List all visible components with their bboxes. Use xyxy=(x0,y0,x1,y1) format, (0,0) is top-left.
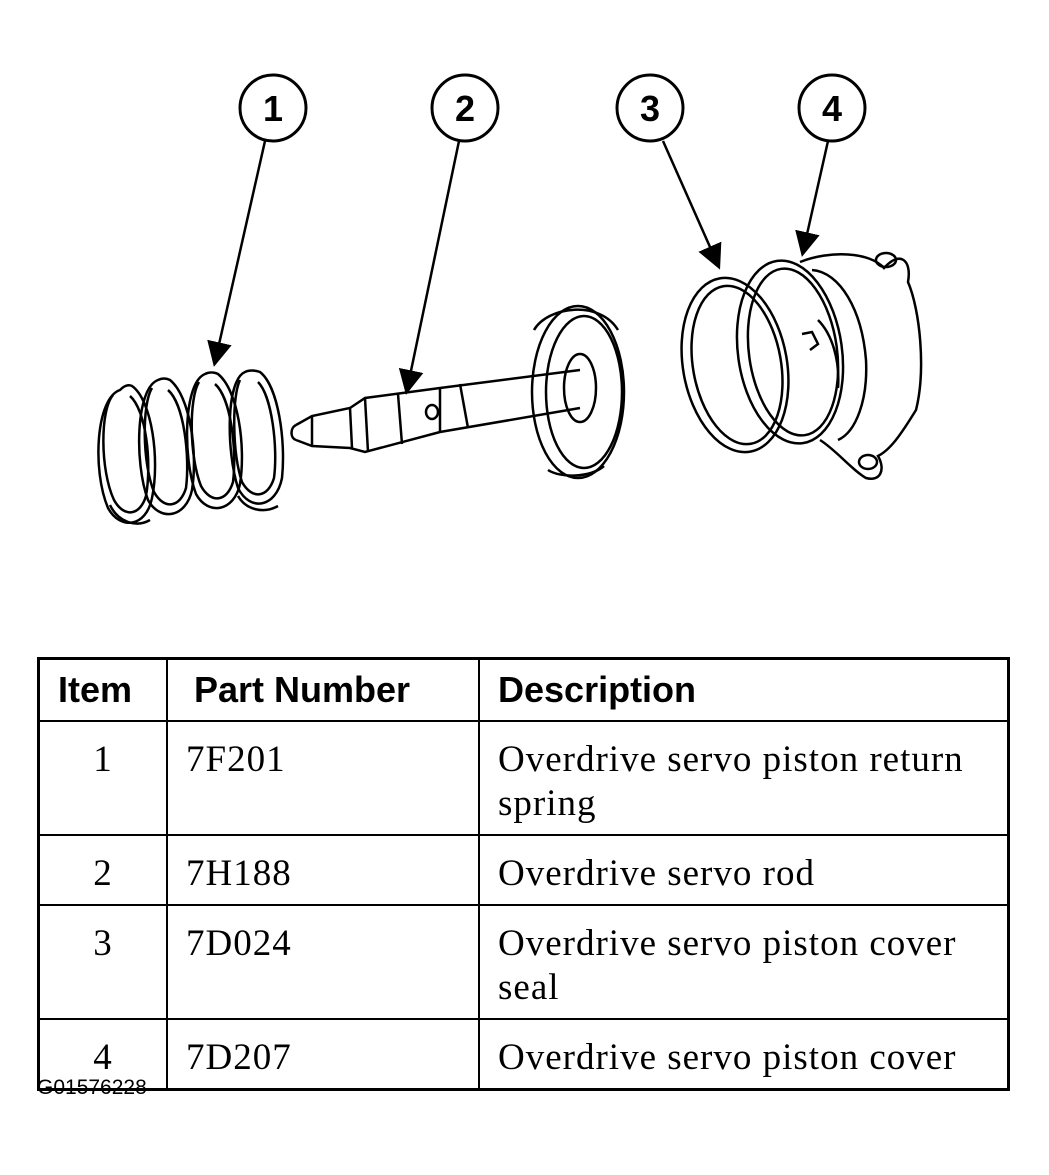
item-cell: 4 xyxy=(37,1018,168,1091)
return-spring-drawing xyxy=(97,369,285,525)
description-cell: Overdrive servo rod xyxy=(478,834,1010,906)
servo-rod-drawing xyxy=(290,304,626,480)
item-cell: 3 xyxy=(37,904,168,1020)
part-number-cell: 7F201 xyxy=(166,720,480,836)
table-row: 4 7D207 Overdrive servo piston cover xyxy=(37,1018,1010,1091)
figure-code: G01576228 xyxy=(37,1076,147,1099)
callout-2: 2 xyxy=(398,73,500,395)
exploded-parts-illustration: 1 2 3 4 xyxy=(97,73,923,525)
description-cell: Overdrive servo piston return spring xyxy=(478,720,1010,836)
item-column-header: Item xyxy=(37,657,168,722)
description-cell: Overdrive servo piston cover xyxy=(478,1018,1010,1091)
table-row: 3 7D024 Overdrive servo piston cover sea… xyxy=(37,904,1010,1020)
part-number-column-header: Part Number xyxy=(166,657,480,722)
piston-cover-drawing xyxy=(735,251,923,481)
description-column-header: Description xyxy=(478,657,1010,722)
description-cell: Overdrive servo piston cover seal xyxy=(478,904,1010,1020)
callout-3: 3 xyxy=(615,73,722,270)
callout-2-number: 2 xyxy=(455,88,475,129)
table-header-row: Item Part Number Description xyxy=(37,657,1010,722)
cover-seal-drawing xyxy=(680,276,790,454)
part-number-cell: 7D207 xyxy=(166,1018,480,1091)
callout-1: 1 xyxy=(207,73,308,367)
callout-4: 4 xyxy=(795,73,867,257)
callout-1-number: 1 xyxy=(263,88,283,129)
parts-table: Item Part Number Description 1 7F201 Ove… xyxy=(37,657,1010,1091)
item-cell: 1 xyxy=(37,720,168,836)
callout-4-number: 4 xyxy=(822,88,842,129)
part-number-cell: 7D024 xyxy=(166,904,480,1020)
item-cell: 2 xyxy=(37,834,168,906)
part-number-cell: 7H188 xyxy=(166,834,480,906)
table-row: 2 7H188 Overdrive servo rod xyxy=(37,834,1010,906)
table-row: 1 7F201 Overdrive servo piston return sp… xyxy=(37,720,1010,836)
callout-3-number: 3 xyxy=(640,88,660,129)
